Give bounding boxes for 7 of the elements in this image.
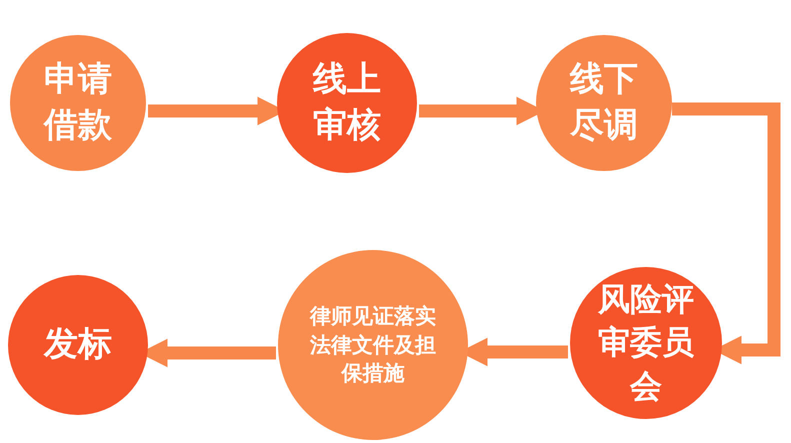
step-label: 律师见证落实法律文件及担保措施 bbox=[308, 303, 437, 388]
step-label: 线上审核 bbox=[312, 58, 382, 147]
step-label: 风险评审委员会 bbox=[596, 279, 695, 407]
step-label: 线下尽调 bbox=[568, 58, 639, 147]
arrow bbox=[672, 102, 780, 364]
step-label: 发标 bbox=[42, 323, 113, 366]
step-label: 申请借款 bbox=[42, 58, 113, 147]
